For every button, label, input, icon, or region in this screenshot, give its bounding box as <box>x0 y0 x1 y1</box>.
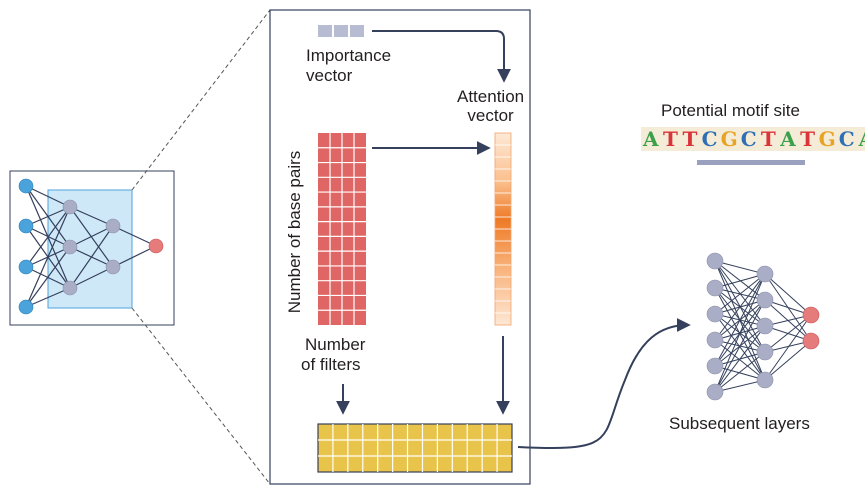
input-node <box>18 299 34 315</box>
network-edge <box>764 340 812 381</box>
subsequent-layers-label: Subsequent layers <box>669 414 810 433</box>
network-edge <box>714 325 766 393</box>
motif-base: C <box>699 127 720 151</box>
subsequent-network-edges <box>714 260 812 393</box>
motif-base: A <box>856 127 865 151</box>
input-node <box>18 259 34 275</box>
hidden-node <box>756 343 774 361</box>
arrow-importance-to-attention <box>372 30 511 83</box>
network-edge <box>25 246 71 308</box>
network-edge <box>764 273 812 316</box>
motif-base: C <box>836 127 857 151</box>
hidden-node <box>62 280 78 296</box>
network-edge <box>714 351 766 393</box>
hidden-node <box>706 252 724 270</box>
motif-base: C <box>738 127 759 151</box>
motif-base: A <box>778 127 798 151</box>
network-edge <box>25 287 71 308</box>
arrow-to-subsequent-layers <box>517 318 691 450</box>
network-edge <box>25 206 71 308</box>
attention-vector-label-line2: vector <box>467 106 514 125</box>
hidden-node <box>62 199 78 215</box>
output-node <box>802 306 820 324</box>
network-edge <box>714 365 766 381</box>
network-edge <box>69 266 114 289</box>
network-edge <box>714 339 766 381</box>
network-edge <box>714 273 766 367</box>
importance-vector-label: Importance vector <box>306 46 391 86</box>
filters-axis-label: Number of filters <box>301 335 365 375</box>
highlighted-layer-box <box>47 189 133 309</box>
motif-underline <box>697 160 805 165</box>
hidden-node <box>756 371 774 389</box>
hidden-node <box>105 259 121 275</box>
zoom-line-top <box>131 9 271 191</box>
matrix-body <box>317 423 513 473</box>
convolution-matrix <box>318 133 366 325</box>
network-edge <box>764 314 812 381</box>
motif-base: T <box>758 127 779 151</box>
importance-vector-label-line2: vector <box>306 66 353 85</box>
importance-vector-label-line1: Importance <box>306 46 392 65</box>
motif-base: T <box>680 127 700 151</box>
network-edge <box>714 299 766 393</box>
base-pairs-axis-label: Number of base pairs <box>285 150 304 314</box>
network-edge <box>69 225 114 248</box>
hidden-node <box>706 383 724 401</box>
hidden-node <box>756 291 774 309</box>
hidden-node <box>756 265 774 283</box>
input-node <box>18 178 34 194</box>
small-network-edges <box>25 185 157 308</box>
output-node <box>148 238 164 254</box>
importance-vector <box>318 25 364 37</box>
motif-base: G <box>817 127 837 151</box>
filters-axis-label-line1: Number <box>305 335 366 354</box>
attention-vector-label: Attention vector <box>457 87 524 125</box>
hidden-node <box>706 331 724 349</box>
attention-vector-label-line1: Attention <box>457 87 525 106</box>
hidden-node <box>706 357 724 375</box>
network-edge <box>714 273 766 341</box>
motif-base: T <box>797 127 818 151</box>
input-node <box>18 218 34 234</box>
network-edge <box>714 273 766 289</box>
hidden-node <box>706 305 724 323</box>
weighted-output-matrix <box>317 423 513 473</box>
network-edge <box>714 379 766 393</box>
subsequent-network-nodes <box>706 252 820 401</box>
importance-cell <box>318 25 332 37</box>
importance-cell <box>350 25 364 37</box>
network-edge <box>714 260 766 275</box>
motif-title: Potential motif site <box>661 101 800 120</box>
network-edge <box>714 273 766 393</box>
network-edge <box>69 206 114 227</box>
network-edge <box>112 245 157 268</box>
network-edge <box>25 206 71 227</box>
attention-vector-cells <box>495 144 511 314</box>
motif-sequence: ATTCGCTATGCA <box>641 127 865 151</box>
zoom-line-bottom <box>131 307 271 485</box>
network-edge <box>69 225 114 289</box>
network-edge <box>764 314 812 353</box>
output-node <box>802 332 820 350</box>
small-network-nodes <box>18 178 164 315</box>
network-edge <box>25 206 71 268</box>
hidden-node <box>105 218 121 234</box>
motif-base: A <box>641 127 661 151</box>
network-edge <box>25 185 71 208</box>
hidden-node <box>756 317 774 335</box>
network-edge <box>112 225 157 247</box>
motif-base: G <box>719 127 739 151</box>
network-edge <box>714 273 766 315</box>
importance-cell <box>334 25 348 37</box>
hidden-node <box>62 239 78 255</box>
attention-module-frame <box>269 9 531 485</box>
motif-base: T <box>660 127 681 151</box>
filters-axis-label-line2: of filters <box>301 355 361 374</box>
hidden-node <box>706 279 724 297</box>
